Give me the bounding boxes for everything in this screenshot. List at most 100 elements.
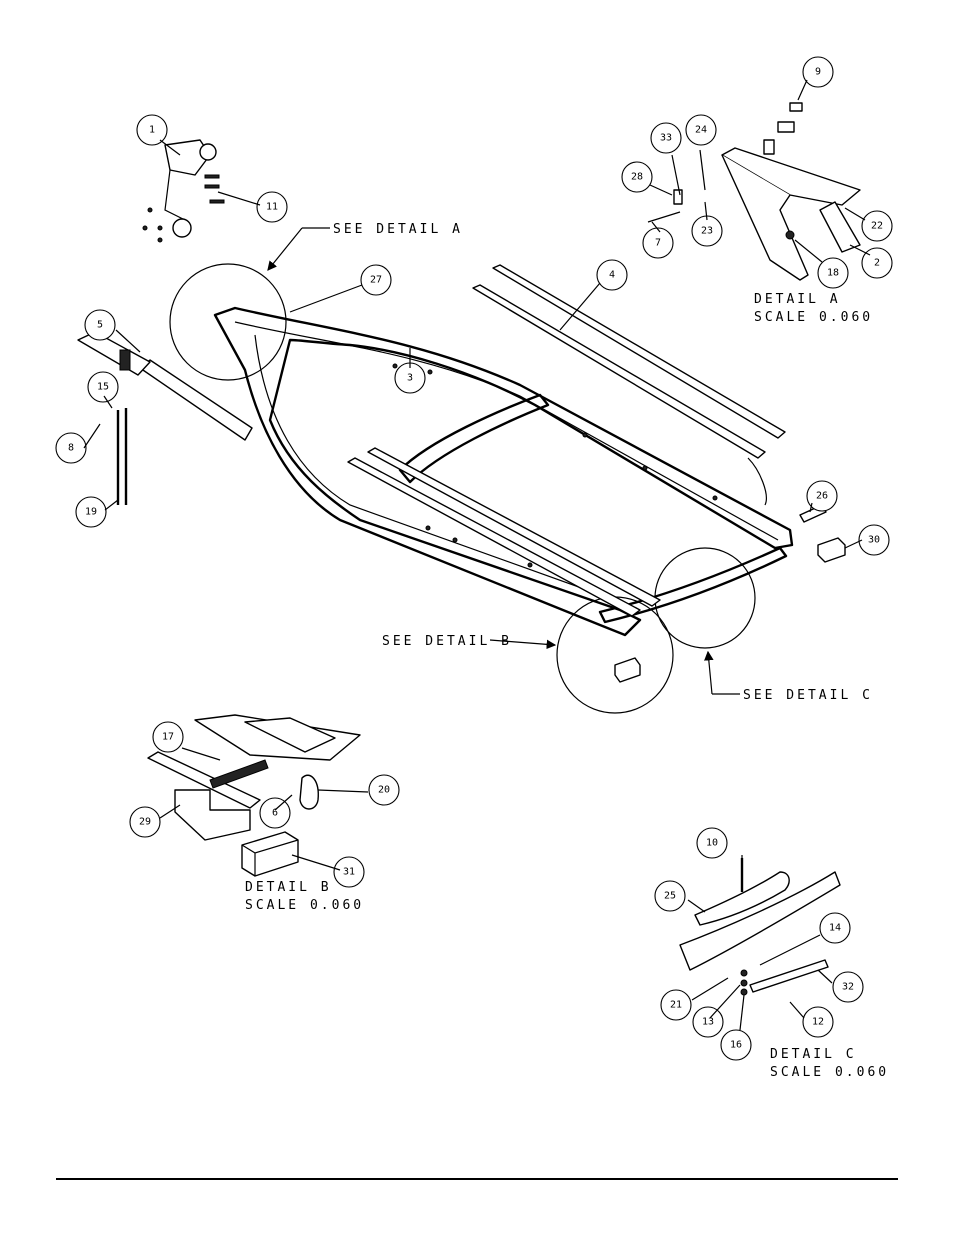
callout-number: 28: [631, 172, 643, 183]
callout-number: 16: [730, 1040, 742, 1051]
winch-stand-assembly: [77, 331, 253, 505]
callout-number: 1: [149, 125, 155, 136]
callout-number: 21: [670, 1000, 682, 1011]
callout-circle: [136, 114, 168, 146]
winch-assembly: [142, 139, 225, 243]
detail-c-drawing: [679, 858, 841, 996]
bunk-boards-lower: [347, 447, 661, 617]
callout-number: 8: [68, 443, 74, 454]
callout-number: 25: [664, 891, 676, 902]
callout-circle: [654, 880, 686, 912]
callout-number: 18: [827, 268, 839, 279]
callout-circle: [692, 1006, 724, 1038]
detail-b-circle: [556, 596, 674, 714]
tail-light-parts: [614, 504, 846, 683]
see-detail-a-label: SEE DETAIL A: [333, 222, 463, 237]
callout-number: 6: [272, 808, 278, 819]
callout-circle: [368, 774, 400, 806]
callout-number: 15: [97, 382, 109, 393]
callout-number: 23: [701, 226, 713, 237]
callout-circle: [817, 257, 849, 289]
callout-11: 11: [256, 191, 288, 223]
callout-number: 10: [706, 838, 718, 849]
callout-3: 3: [394, 362, 426, 394]
callout-18: 18: [817, 257, 849, 289]
callout-circle: [802, 1006, 834, 1038]
callout-circle: [832, 971, 864, 1003]
see-detail-b-label: SEE DETAIL B: [382, 634, 512, 649]
callout-circle: [861, 210, 893, 242]
callout-bubbles: 1234567891011121314151617181920212223242…: [55, 56, 893, 1061]
callout-7: 7: [642, 227, 674, 259]
callout-circle: [87, 371, 119, 403]
callout-circle: [696, 827, 728, 859]
callout-circle: [650, 122, 682, 154]
callout-14: 14: [819, 912, 851, 944]
callout-2: 2: [861, 247, 893, 279]
detail-a-circle: [169, 263, 287, 381]
callout-number: 19: [85, 507, 97, 518]
callout-number: 2: [874, 258, 880, 269]
callout-6: 6: [259, 797, 291, 829]
callout-number: 31: [343, 867, 355, 878]
callout-number: 22: [871, 221, 883, 232]
callout-10: 10: [696, 827, 728, 859]
callout-circle: [152, 721, 184, 753]
detail-c-title: DETAIL C: [770, 1047, 857, 1062]
callout-27: 27: [360, 264, 392, 296]
leader-lines: [83, 79, 871, 1031]
detail-c-scale: SCALE 0.060: [770, 1065, 889, 1080]
callout-20: 20: [368, 774, 400, 806]
detail-a-title: DETAIL A: [754, 292, 841, 307]
callout-circle: [333, 856, 365, 888]
callout-circle: [259, 797, 291, 829]
detail-b-scale: SCALE 0.060: [245, 898, 364, 913]
callout-circle: [360, 264, 392, 296]
callout-circle: [55, 432, 87, 464]
callout-number: 26: [816, 491, 828, 502]
callout-number: 14: [829, 923, 841, 934]
detail-references: SEE DETAIL A SEE DETAIL B SEE DETAIL C: [267, 222, 873, 703]
callout-22: 22: [861, 210, 893, 242]
callout-12: 12: [802, 1006, 834, 1038]
callout-circle: [642, 227, 674, 259]
callout-number: 30: [868, 535, 880, 546]
callout-number: 32: [842, 982, 854, 993]
callout-number: 33: [660, 133, 672, 144]
callout-number: 17: [162, 732, 174, 743]
callout-circle: [720, 1029, 752, 1061]
callout-number: 13: [702, 1017, 714, 1028]
main-frame: [169, 263, 794, 714]
callout-number: 20: [378, 785, 390, 796]
callout-circle: [802, 56, 834, 88]
callout-number: 9: [815, 67, 821, 78]
detail-a-scale: SCALE 0.060: [754, 310, 873, 325]
see-detail-c-label: SEE DETAIL C: [743, 688, 873, 703]
callout-13: 13: [692, 1006, 724, 1038]
callout-circle: [685, 114, 717, 146]
callout-33: 33: [650, 122, 682, 154]
callout-number: 11: [266, 202, 278, 213]
callout-8: 8: [55, 432, 87, 464]
detail-titles: DETAIL A SCALE 0.060 DETAIL B SCALE 0.06…: [245, 292, 889, 1080]
callout-circle: [621, 161, 653, 193]
callout-circle: [256, 191, 288, 223]
callout-1: 1: [136, 114, 168, 146]
callout-circle: [819, 912, 851, 944]
callout-17: 17: [152, 721, 184, 753]
callout-circle: [660, 989, 692, 1021]
callout-31: 31: [333, 856, 365, 888]
callout-19: 19: [75, 496, 107, 528]
callout-26: 26: [806, 480, 838, 512]
callout-28: 28: [621, 161, 653, 193]
callout-circle: [596, 259, 628, 291]
callout-circle: [129, 806, 161, 838]
callout-number: 27: [370, 275, 382, 286]
callout-23: 23: [691, 215, 723, 247]
callout-24: 24: [685, 114, 717, 146]
detail-b-drawing: [147, 714, 361, 877]
callout-16: 16: [720, 1029, 752, 1061]
detail-a-drawing: [647, 102, 861, 281]
